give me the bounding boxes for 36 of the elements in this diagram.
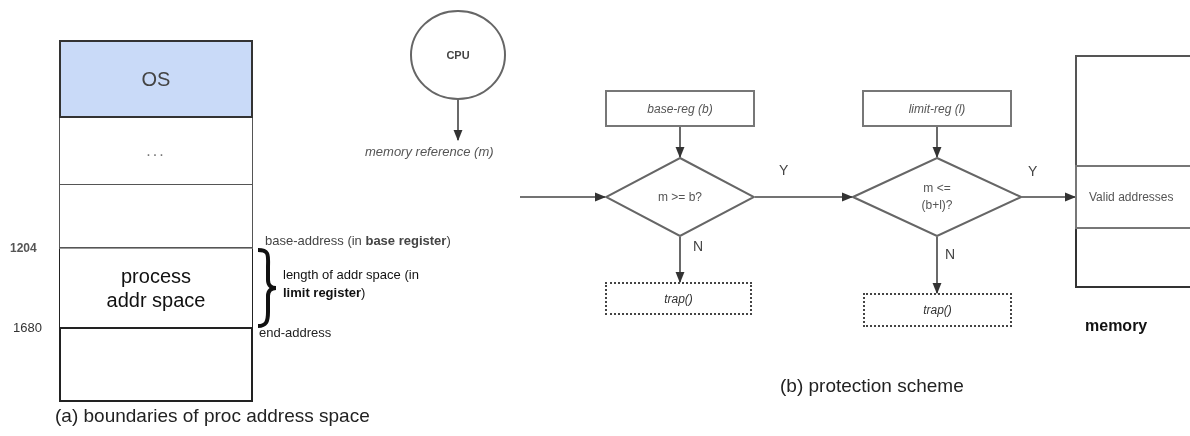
memory-reference-text: memory reference (m) — [365, 140, 520, 205]
os-region: OS — [59, 40, 253, 118]
arrow — [453, 99, 463, 142]
address-annotation: length of addr space (in limit register) — [283, 266, 420, 302]
address-number: 1204 — [10, 241, 37, 255]
address-annotation: end-address — [259, 325, 332, 340]
caption: (a) boundaries of proc address space — [55, 405, 370, 427]
caption: (b) protection scheme — [780, 375, 964, 397]
arrow — [519, 192, 607, 202]
arrow — [675, 126, 685, 159]
edge-label: Y — [1027, 163, 1039, 179]
valid-address-region: Valid addresses — [1075, 165, 1190, 229]
arrow — [932, 126, 942, 159]
edge-label: N — [944, 246, 957, 262]
address-annotation: base-address (in base register) — [265, 233, 451, 248]
cpu-circle: CPU — [410, 10, 506, 100]
decision-diamond: m >= b? — [605, 157, 755, 237]
memory-region — [1075, 229, 1190, 288]
memory-region — [1075, 55, 1190, 165]
memory-region — [59, 328, 253, 402]
decision-diamond: m <= (b+l)? — [852, 157, 1022, 237]
edge-label: N — [692, 238, 705, 254]
memory-region: ... — [59, 118, 253, 185]
arrow — [1021, 192, 1077, 202]
arrow — [675, 236, 685, 284]
edge-label: Y — [778, 162, 790, 178]
trap-box: trap() — [605, 282, 752, 315]
arrow — [754, 192, 854, 202]
process-region: process addr space — [59, 248, 253, 328]
register-box: limit-reg (l) — [862, 90, 1012, 127]
register-box: base-reg (b) — [605, 90, 755, 127]
address-number: 1680 — [13, 320, 42, 335]
arrow — [932, 236, 942, 295]
memory-region — [59, 185, 253, 248]
trap-box: trap() — [863, 293, 1012, 327]
column-heading: memory — [1085, 317, 1148, 335]
